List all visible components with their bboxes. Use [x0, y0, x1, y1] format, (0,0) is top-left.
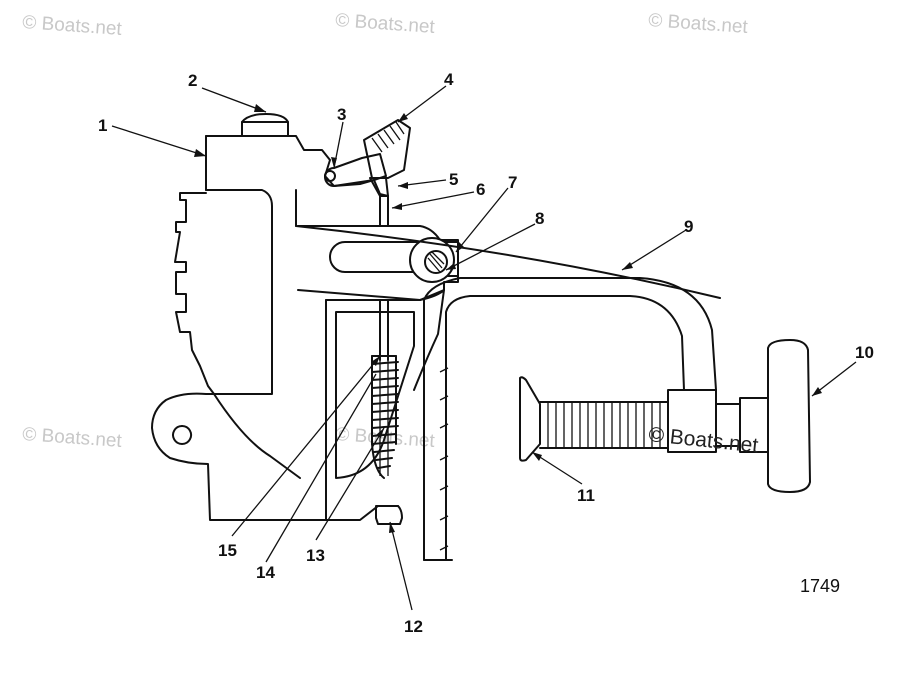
clamp-frame — [295, 225, 721, 561]
retainer — [375, 505, 403, 525]
clamp-screw — [519, 376, 669, 462]
callout-4: 4 — [444, 70, 454, 89]
callout-8: 8 — [535, 209, 544, 228]
leader-lines — [111, 85, 857, 611]
callout-9: 9 — [684, 217, 693, 236]
watermark: © Boats.net — [648, 10, 749, 38]
callout-12: 12 — [404, 617, 423, 636]
callout-13: 13 — [306, 546, 325, 565]
callout-2: 2 — [188, 71, 197, 90]
figure-number: 1749 — [800, 576, 840, 596]
watermark: © Boats.net — [22, 12, 123, 40]
callout-5: 5 — [449, 170, 458, 189]
lock-lever — [324, 119, 411, 197]
callout-11: 11 — [577, 486, 595, 505]
watermark: © Boats.net — [22, 424, 123, 452]
callout-14: 14 — [256, 563, 275, 582]
spring — [371, 355, 399, 479]
callout-10: 10 — [855, 343, 874, 362]
callout-1: 1 — [98, 116, 107, 135]
bracket-body — [151, 135, 459, 521]
callout-6: 6 — [476, 180, 485, 199]
callout-labels: 1 2 3 4 5 6 7 8 9 10 11 12 13 14 15 — [98, 70, 874, 636]
top-knob — [241, 113, 289, 137]
callout-7: 7 — [508, 173, 517, 192]
callout-3: 3 — [337, 105, 346, 124]
watermark: © Boats.net — [335, 10, 436, 38]
callout-15: 15 — [218, 541, 237, 560]
clamp-handle — [767, 339, 811, 493]
